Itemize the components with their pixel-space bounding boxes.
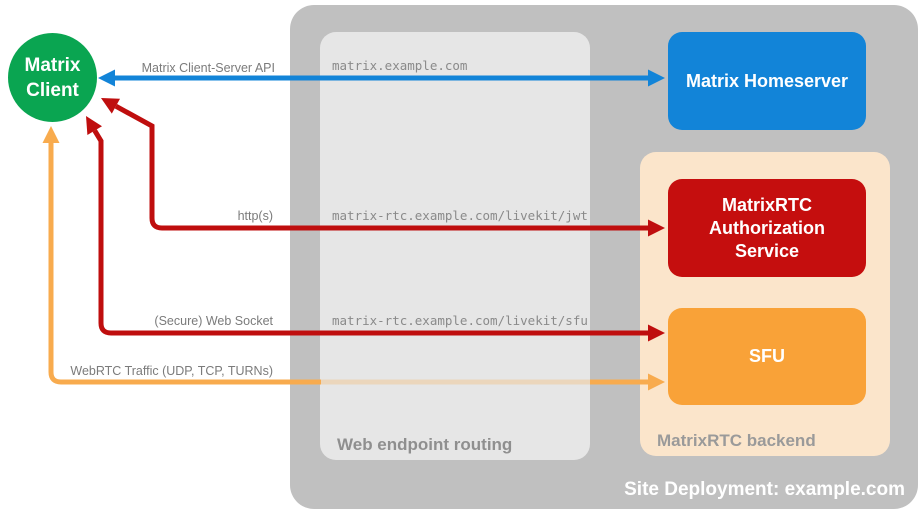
sfu-label: SFU (749, 346, 785, 366)
arrowhead-client-icon (101, 98, 120, 114)
client-server-api-arrow-label: Matrix Client-Server API (141, 61, 275, 75)
endpoint-homeserver-url: matrix.example.com (332, 58, 468, 73)
matrix-homeserver-node: Matrix Homeserver (668, 32, 866, 130)
web-endpoint-routing-title: Web endpoint routing (337, 435, 513, 454)
sfu-node: SFU (668, 308, 866, 405)
matrix-homeserver-label: Matrix Homeserver (685, 70, 849, 91)
websocket-arrow-label: (Secure) Web Socket (154, 314, 273, 328)
webrtc-arrow-label: WebRTC Traffic (UDP, TCP, TURNs) (70, 364, 273, 378)
site-deployment-title: Site Deployment: example.com (624, 479, 905, 500)
matrix-client-node: Matrix Client (8, 33, 97, 122)
https-arrow-label: http(s) (237, 209, 273, 223)
endpoint-jwt-url: matrix-rtc.example.com/livekit/jwt (332, 208, 588, 223)
web-endpoint-routing-box (320, 32, 590, 460)
matrixrtc-authorization-service-node: MatrixRTC Authorization Service (668, 179, 866, 277)
arrowhead-client-icon (86, 116, 102, 135)
endpoint-sfu-url: matrix-rtc.example.com/livekit/sfu (332, 313, 588, 328)
authorization-service-label: MatrixRTC Authorization Service (709, 194, 825, 261)
matrixrtc-backend-title: MatrixRTC backend (657, 431, 816, 450)
matrix-client-label: Matrix Client (24, 54, 81, 101)
arrowhead-client-icon (42, 126, 60, 143)
